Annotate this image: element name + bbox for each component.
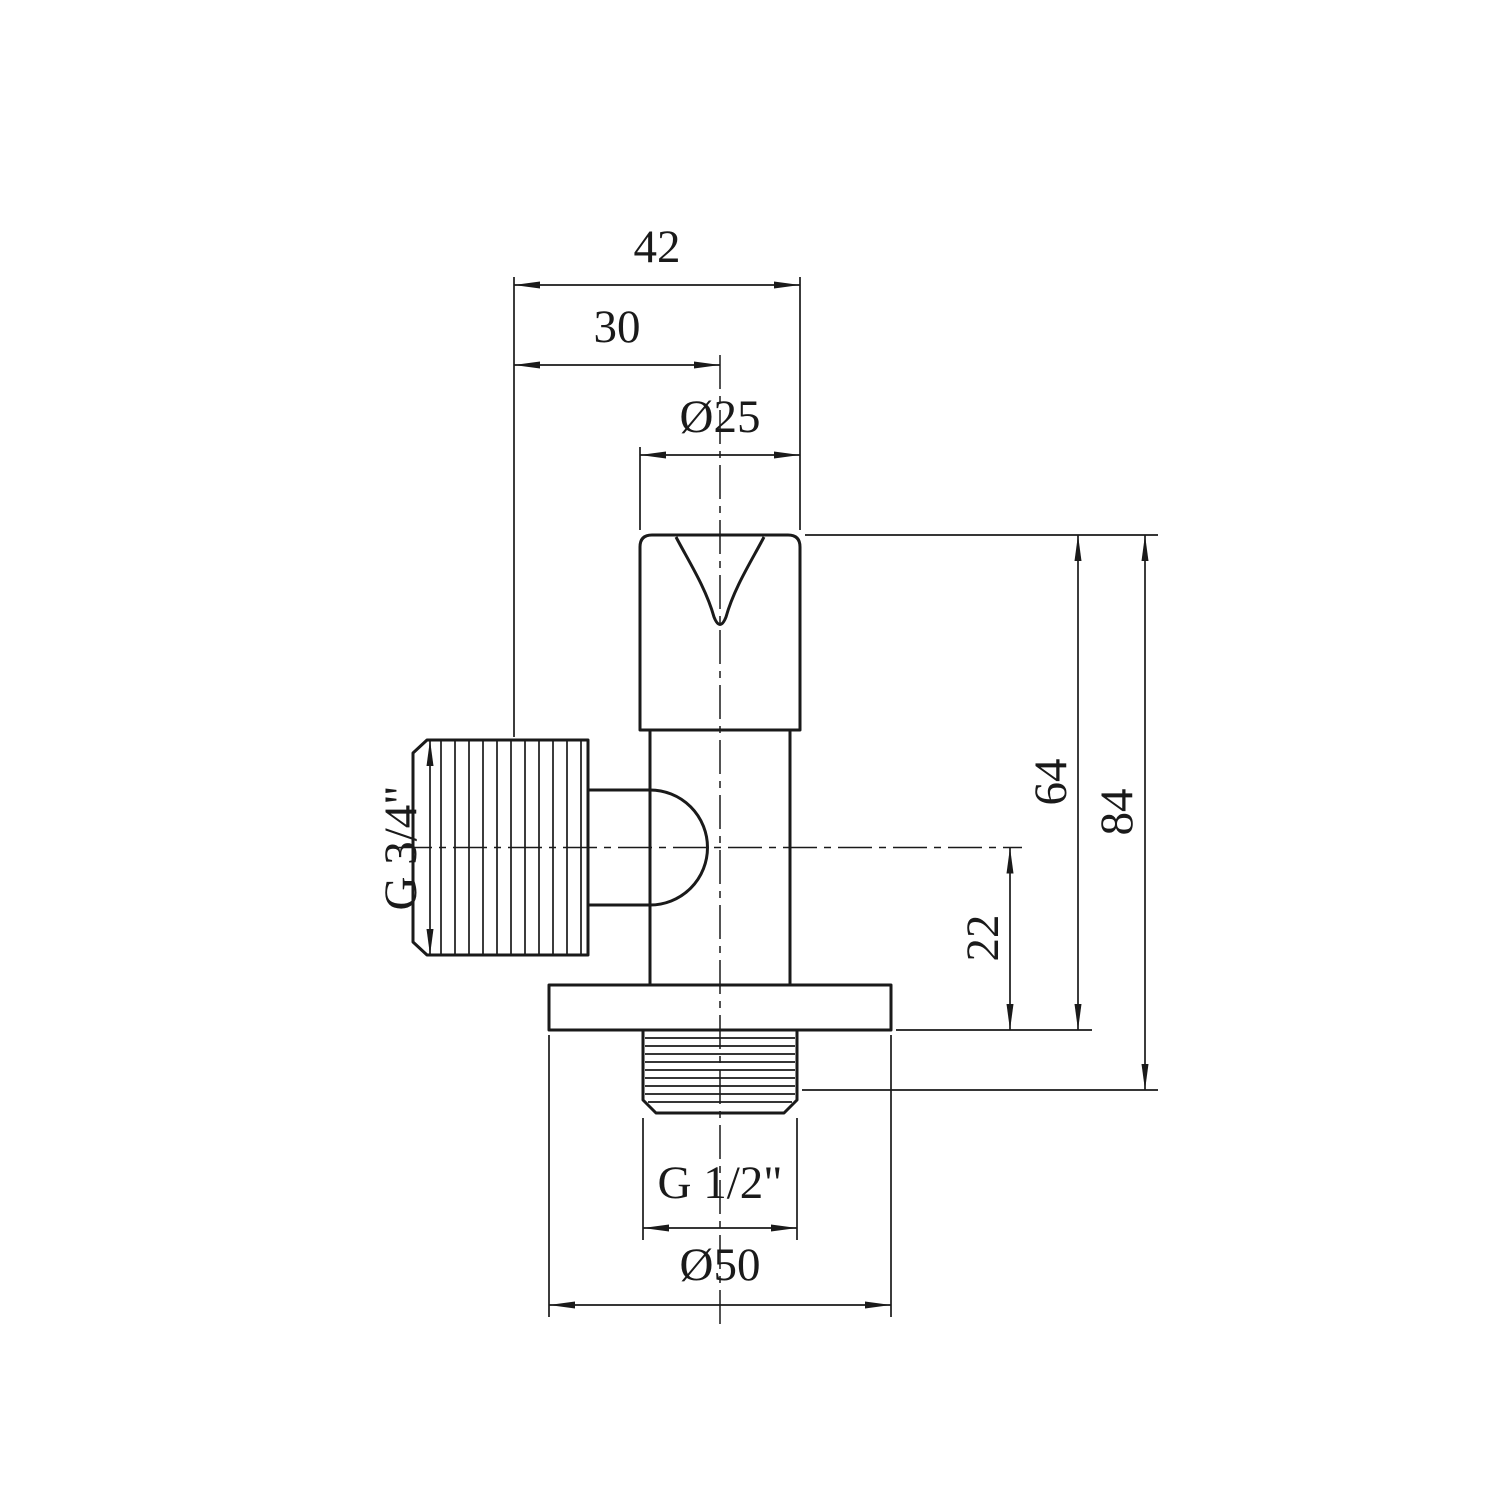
center-lines [398, 355, 1022, 1330]
handle-groove [674, 536, 766, 626]
side-port-dome [649, 788, 709, 907]
side-thread-lines [440, 741, 582, 954]
valve-handle [638, 533, 802, 732]
dim-label-center-offset: 30 [594, 301, 641, 353]
extension-lines [513, 277, 1158, 1317]
bottom-thread-outline [641, 1030, 799, 1115]
dim-label-side-thread: G 3/4" [375, 786, 427, 911]
dim-label-total-height: 84 [1091, 789, 1143, 836]
dim-label-port-to-base: 22 [957, 915, 1009, 962]
dimension-lines [426, 281, 1149, 1309]
dimension-labels: 42 30 Ø25 G 3/4" 22 64 84 G 1/2" Ø50 [375, 221, 1143, 1291]
dim-label-bottom-thread: G 1/2" [658, 1157, 783, 1209]
bottom-thread-lines [645, 1037, 795, 1103]
base-flange [547, 983, 893, 1032]
dim-label-handle-diameter: Ø25 [680, 391, 761, 443]
valve-outline [411, 533, 893, 1115]
dim-label-upper-height: 64 [1025, 759, 1077, 806]
dim-label-flange-diameter: Ø50 [680, 1239, 761, 1291]
dim-label-top-width: 42 [634, 221, 681, 273]
